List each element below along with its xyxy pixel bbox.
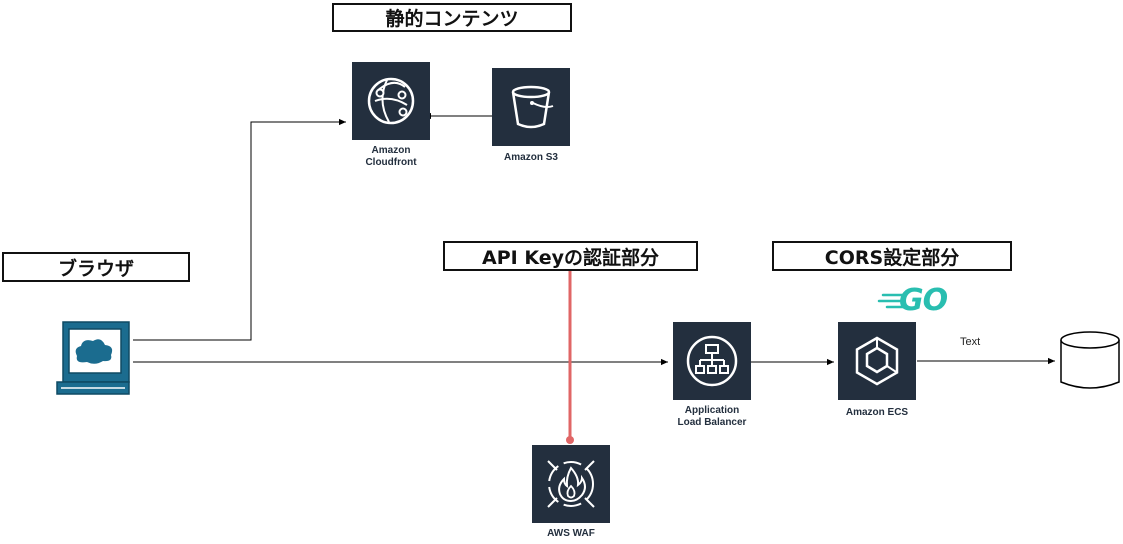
- cloudfront-caption: Amazon Cloudfront: [331, 145, 451, 169]
- edge-browser-to-cloudfront: [133, 118, 346, 341]
- label-static-content: 静的コンテンツ: [332, 3, 572, 32]
- computer-icon: [56, 321, 130, 395]
- speed-lines-icon: [877, 293, 907, 309]
- cloudfront-node[interactable]: [352, 62, 430, 140]
- go-logo: GO: [877, 283, 957, 319]
- edge-waf-endpoint: [566, 436, 574, 444]
- label-static-content-text: 静的コンテンツ: [385, 8, 519, 30]
- load-balancer-icon: [686, 335, 738, 387]
- alb-caption-line1: Application: [684, 405, 740, 416]
- cloudfront-caption-line1: Amazon: [371, 145, 411, 156]
- label-api-key: API Keyの認証部分: [443, 241, 698, 271]
- firewall-icon: [547, 460, 595, 508]
- waf-caption: AWS WAF: [511, 528, 631, 540]
- label-browser-text: ブラウザ: [57, 257, 134, 280]
- s3-caption: Amazon S3: [471, 152, 591, 164]
- bucket-icon: [511, 85, 554, 129]
- database-icon[interactable]: [1059, 330, 1123, 394]
- alb-node[interactable]: [673, 322, 751, 400]
- waf-node[interactable]: [532, 445, 610, 523]
- container-service-icon: [855, 336, 899, 386]
- s3-node[interactable]: [492, 68, 570, 146]
- label-browser: ブラウザ: [2, 252, 190, 282]
- alb-caption: Application Load Balancer: [652, 405, 772, 429]
- ecs-node[interactable]: [838, 322, 916, 400]
- waf-caption-line1: AWS WAF: [547, 528, 595, 539]
- cloudfront-caption-line2: Cloudfront: [365, 157, 417, 168]
- s3-caption-line1: Amazon S3: [504, 152, 558, 163]
- alb-caption-line2: Load Balancer: [677, 417, 747, 428]
- ecs-caption: Amazon ECS: [817, 407, 937, 419]
- label-cors-text: CORS設定部分: [824, 246, 960, 269]
- cloudfront-icon: [367, 77, 415, 125]
- ecs-db-edge-label: Text: [960, 336, 981, 348]
- go-logo-text: GO: [899, 283, 948, 318]
- label-cors: CORS設定部分: [772, 241, 1012, 271]
- ecs-caption-line1: Amazon ECS: [845, 407, 909, 418]
- label-api-key-text: API Keyの認証部分: [482, 246, 659, 269]
